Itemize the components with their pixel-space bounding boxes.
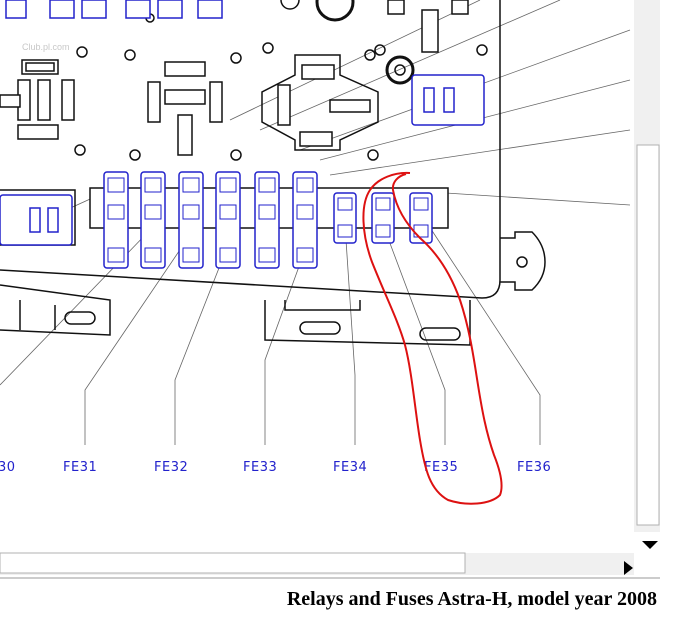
- fuse-strip: [89, 171, 449, 269]
- red-annotation-loop: [362, 171, 503, 505]
- fuse-label-fe34: FE34: [333, 460, 367, 475]
- fuse-label-fe36: FE36: [517, 460, 551, 475]
- horizontal-scrollbar[interactable]: [0, 552, 634, 575]
- fuse-label-fe32: FE32: [154, 460, 188, 475]
- fuse-label-fe33: FE33: [243, 460, 277, 475]
- fuse-box-outline: [0, 0, 546, 346]
- diagram-caption: Relays and Fuses Astra-H, model year 200…: [286, 588, 657, 610]
- fuse-components: [0, 0, 485, 246]
- vertical-scrollbar[interactable]: [634, 0, 660, 549]
- fuse-label-fe31: FE31: [63, 460, 97, 475]
- fuse-label-fe30: 30: [0, 460, 16, 475]
- fuse-label-fe35: FE35: [424, 460, 458, 475]
- fuse-labels: 30 FE31 FE32 FE33 FE34 FE35 FE36: [0, 460, 551, 475]
- watermark: Club.pl.com: [22, 42, 70, 52]
- top-components: [0, 0, 469, 156]
- scroll-down-icon[interactable]: [642, 541, 658, 549]
- scroll-right-icon[interactable]: [624, 561, 633, 575]
- mounting-holes: [74, 13, 488, 161]
